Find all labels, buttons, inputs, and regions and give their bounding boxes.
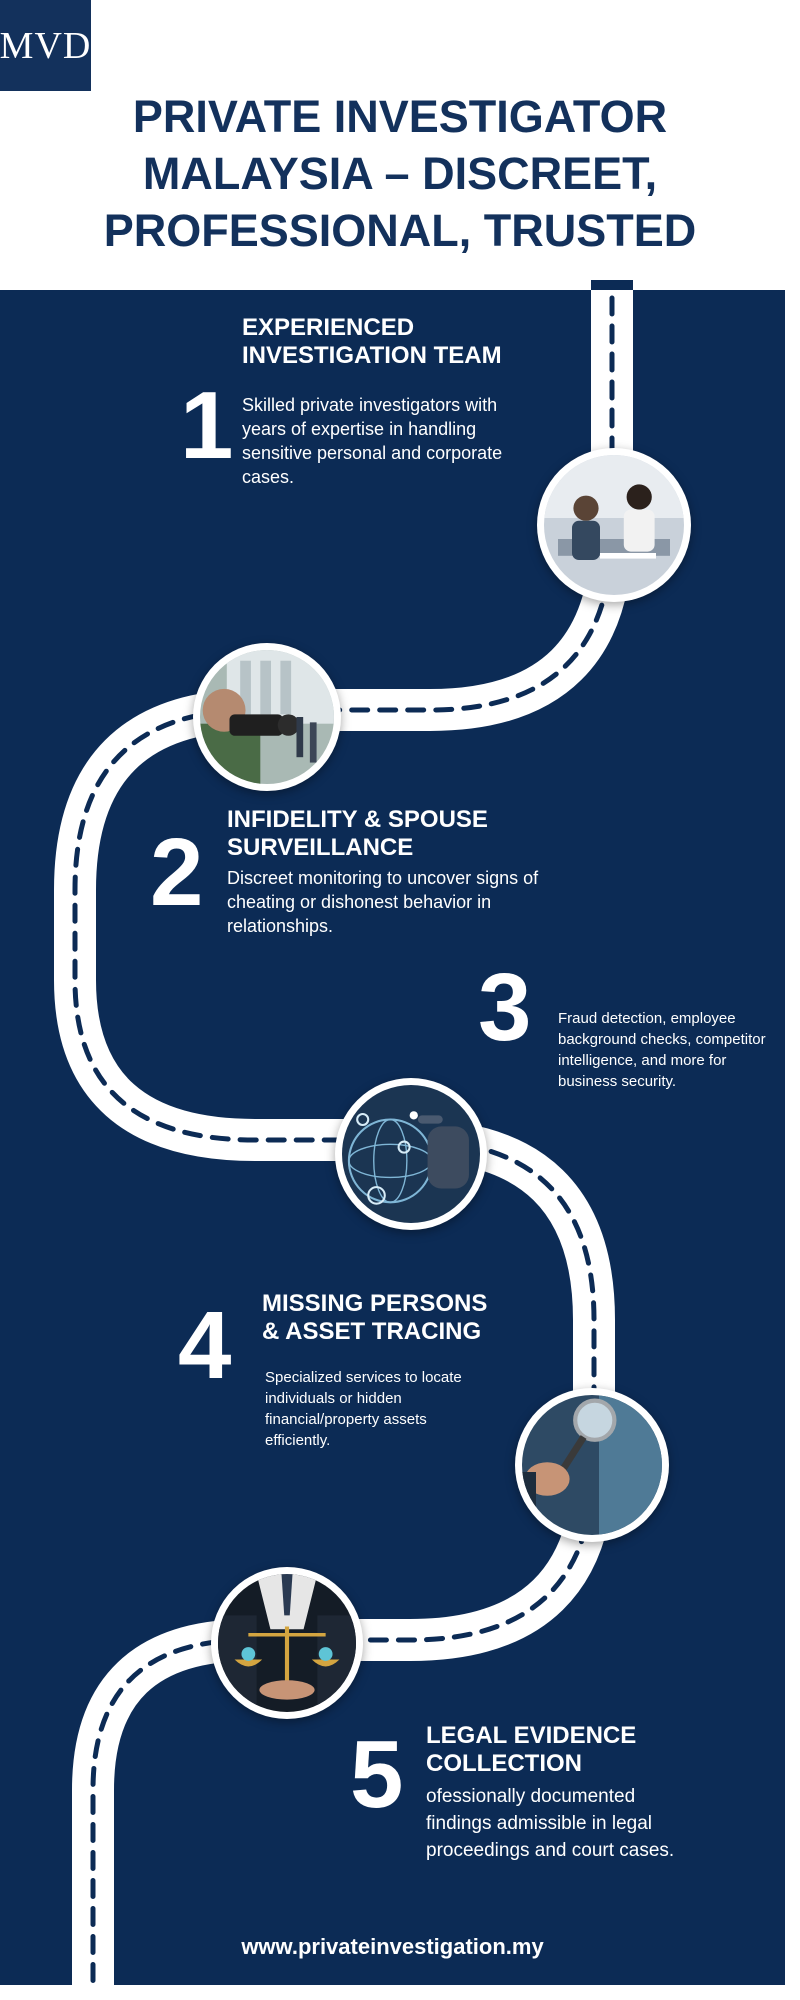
page-title: PRIVATE INVESTIGATOR MALAYSIA – DISCREET… — [103, 91, 697, 256]
step-1-heading: EXPERIENCED INVESTIGATION TEAM — [242, 314, 502, 369]
step-4-number: 4 — [178, 1292, 232, 1399]
website-url[interactable]: www.privateinvestigation.my — [241, 1934, 544, 1959]
step-2-number: 2 — [150, 819, 204, 926]
step-4-heading: MISSING PERSONS & ASSET TRACING — [262, 1290, 488, 1345]
step-5-photo-badge — [211, 1567, 363, 1719]
step-4-photo-badge — [515, 1388, 669, 1542]
step-2-photo-badge — [193, 643, 341, 791]
road-top-segment — [591, 280, 633, 296]
step-3-number: 3 — [478, 954, 532, 1061]
step-2-description: Discreet monitoring to uncover signs of … — [227, 868, 539, 936]
step-3-description: Fraud detection, employee background che… — [558, 1010, 766, 1090]
step-5-description: ofessionally documented findings admissi… — [426, 1786, 675, 1861]
step-2-heading: INFIDELITY & SPOUSE SURVEILLANCE — [227, 806, 488, 861]
surveillance-camera-photo — [200, 650, 334, 784]
team-meeting-photo — [544, 455, 684, 595]
digital-network-photo — [342, 1085, 480, 1223]
step-1-number: 1 — [180, 372, 234, 479]
step-1-photo-badge — [537, 448, 691, 602]
step-1-description: Skilled private investigators with years… — [242, 395, 503, 487]
magnifying-glass-photo — [522, 1395, 662, 1535]
winding-road — [54, 290, 633, 1985]
step-3-photo-badge — [335, 1078, 487, 1230]
step-5-number: 5 — [350, 1721, 404, 1828]
scales-of-justice-photo — [218, 1574, 356, 1712]
mvd-logo: MVD — [0, 0, 91, 91]
step-4-description: Specialized services to locate individua… — [265, 1369, 462, 1449]
step-5-heading: LEGAL EVIDENCE COLLECTION — [426, 1722, 637, 1777]
